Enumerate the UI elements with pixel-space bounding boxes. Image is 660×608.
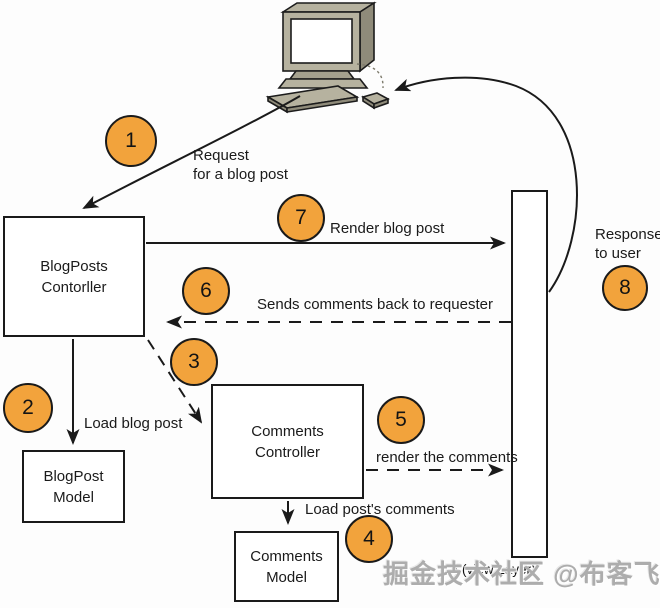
step-badge-3: 3 bbox=[170, 338, 218, 386]
step-badge-6: 6 bbox=[182, 267, 230, 315]
label-sends-comments-back: Sends comments back to requester bbox=[257, 296, 493, 313]
node-label: BlogPost bbox=[43, 467, 104, 485]
watermark-text: 掘金技术社区 @布客飞龙 bbox=[383, 559, 660, 589]
label-line: Request bbox=[193, 147, 249, 164]
view-layer-bar bbox=[511, 190, 548, 558]
node-comments-model: Comments Model bbox=[234, 531, 339, 602]
node-label: Controller bbox=[254, 443, 321, 461]
label-load-posts-comments: Load post's comments bbox=[305, 501, 455, 518]
node-label: Contorller bbox=[41, 278, 107, 296]
node-label: Model bbox=[53, 488, 94, 506]
step-number: 5 bbox=[395, 408, 407, 431]
label-line: for a blog post bbox=[193, 166, 289, 183]
label-render-blog-post: Render blog post bbox=[330, 220, 445, 237]
step-number: 3 bbox=[188, 350, 200, 373]
step-number: 7 bbox=[295, 206, 307, 229]
label-line: Response bbox=[595, 226, 660, 243]
node-label: BlogPosts bbox=[40, 257, 108, 275]
step-badge-4: 4 bbox=[345, 515, 393, 563]
node-comments-controller: Comments Controller bbox=[211, 384, 364, 499]
node-label: Comments bbox=[250, 547, 323, 565]
node-blogposts-controller: BlogPosts Contorller bbox=[3, 216, 145, 337]
step-badge-1: 1 bbox=[105, 115, 157, 167]
step-number: 6 bbox=[200, 279, 212, 302]
step-number: 2 bbox=[22, 396, 34, 419]
node-label: Model bbox=[266, 568, 307, 586]
arrow-3-dispatch-comments bbox=[147, 339, 203, 424]
node-blogpost-model: BlogPost Model bbox=[22, 450, 125, 523]
step-badge-8: 8 bbox=[602, 265, 648, 311]
step-badge-5: 5 bbox=[377, 396, 425, 444]
arrow-1-request bbox=[82, 95, 301, 209]
label-line: to user bbox=[595, 245, 641, 262]
computer-icon bbox=[265, 1, 390, 114]
node-label: Comments bbox=[251, 422, 324, 440]
step-number: 8 bbox=[619, 276, 631, 299]
step-number: 1 bbox=[125, 129, 137, 152]
step-badge-7: 7 bbox=[277, 194, 325, 242]
label-load-blog-post: Load blog post bbox=[84, 415, 183, 432]
label-response-to-user: Response to user bbox=[595, 225, 660, 263]
label-render-the-comments: render the comments bbox=[376, 449, 518, 466]
step-number: 4 bbox=[363, 527, 375, 550]
label-request-for-blog-post: Request for a blog post bbox=[193, 146, 288, 184]
arrow-8-response-curve bbox=[394, 76, 578, 293]
step-badge-2: 2 bbox=[3, 383, 53, 433]
view-layer-caption: A (view Layer) bbox=[450, 562, 536, 577]
